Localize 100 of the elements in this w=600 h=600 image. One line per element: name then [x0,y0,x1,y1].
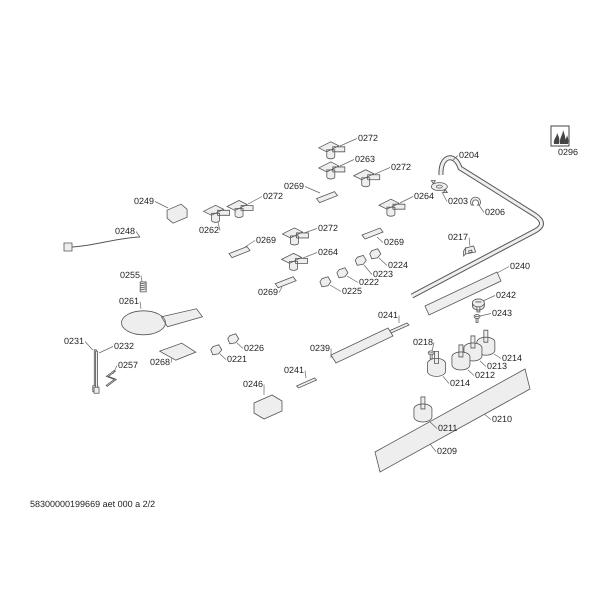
leader-line [340,159,354,166]
leader-line [376,236,384,243]
leader-line [236,342,244,349]
leader-line [400,196,414,204]
leader-line [140,301,142,310]
callout-number: 0210 [491,414,514,425]
callout-number: 0257 [117,360,140,371]
mounting-rail [330,327,394,364]
callout-number: 0269 [383,237,406,248]
burner-cap [378,198,406,217]
leader-line [220,354,226,360]
callout-number: 0269 [257,287,280,298]
pipe-nut [320,276,332,288]
burner-cap [203,204,230,223]
callout-number: 0261 [118,296,140,307]
mounting-plate [316,191,338,204]
callout-number: 0222 [358,277,380,288]
retaining-bar [296,377,318,388]
callout-number: 0246 [242,379,264,390]
pipe-nut [336,267,348,278]
pipe-nut [210,344,222,356]
wire-harness [64,236,140,252]
callout-number: 0268 [149,357,172,368]
callout-number: 0255 [119,270,142,281]
burner-cap [282,228,309,246]
callout-number: 0243 [491,308,514,319]
callout-number: 0214 [501,353,524,364]
callout-number: 0212 [474,370,496,381]
screw [474,314,480,323]
leader-line [496,266,510,274]
callout-number: 0269 [283,181,306,192]
leader-line [136,231,140,238]
pipe-nut [354,254,367,266]
callout-number: 0204 [458,150,480,161]
callout-number: 0231 [63,336,86,347]
leader-line [304,370,306,378]
leader-line [430,422,438,429]
callout-number: 0203 [447,196,470,207]
burner-cap [226,200,254,218]
leader-line [170,358,172,363]
callout-number: 0211 [437,423,458,434]
knob [472,298,485,312]
callout-number: 0226 [243,343,266,354]
leader-line [478,204,484,213]
leader-line [340,138,358,146]
leader-line [442,376,450,384]
leader-line [304,186,320,194]
callout-number: 0213 [486,361,508,372]
callout-number: 0221 [226,354,248,365]
callout-number: 0272 [317,223,340,234]
spring [106,370,118,387]
leader-line [480,313,492,316]
leader-line [346,276,358,283]
leader-line [480,360,486,367]
callout-number: 0209 [436,446,458,457]
callout-number: 0262 [198,225,220,236]
callout-number: 0225 [341,286,364,297]
callout-number: 0242 [495,290,518,301]
leader-line [98,346,114,354]
callout-number: 0224 [387,260,410,271]
callout-number: 0249 [133,196,156,207]
leader-line [468,370,474,376]
leader-line [378,258,388,266]
leader-line [374,167,390,174]
gas-valve [452,344,470,370]
callout-number: 0214 [449,378,472,389]
leader-line [112,365,118,374]
mounting-plate [361,228,384,240]
leader-line [248,196,262,204]
leader-line [364,264,372,275]
callout-number: 0264 [317,247,340,258]
leader-line [330,348,332,358]
callout-number: 0240 [509,261,532,272]
leader-line [304,228,318,234]
mounting-plate [228,246,251,258]
callout-number: 0206 [484,207,506,218]
callout-number: 0232 [113,341,136,352]
callout-number: 0269 [255,235,278,246]
callout-number: 0241 [377,310,400,321]
part-number: 0296 [558,147,578,158]
burner-cap [353,169,380,188]
callout-number: 0239 [309,343,332,354]
leader-line [432,342,434,352]
connector-block [166,204,188,224]
leader-line [218,222,220,231]
leader-line [244,240,256,248]
leader-line [468,237,470,246]
pipe-nut [369,248,382,260]
leader-line [430,444,436,452]
spring [140,281,147,292]
ignition-module [254,394,282,420]
mounting-plate [274,276,297,288]
pipe-nut [227,333,240,344]
burner-cap [318,141,346,160]
leader-line [302,252,318,258]
burner-cap [318,162,346,180]
burner [121,308,203,336]
callout-number: 0217 [447,232,470,243]
gas-valve [414,396,432,422]
callout-number: 0248 [114,226,136,237]
